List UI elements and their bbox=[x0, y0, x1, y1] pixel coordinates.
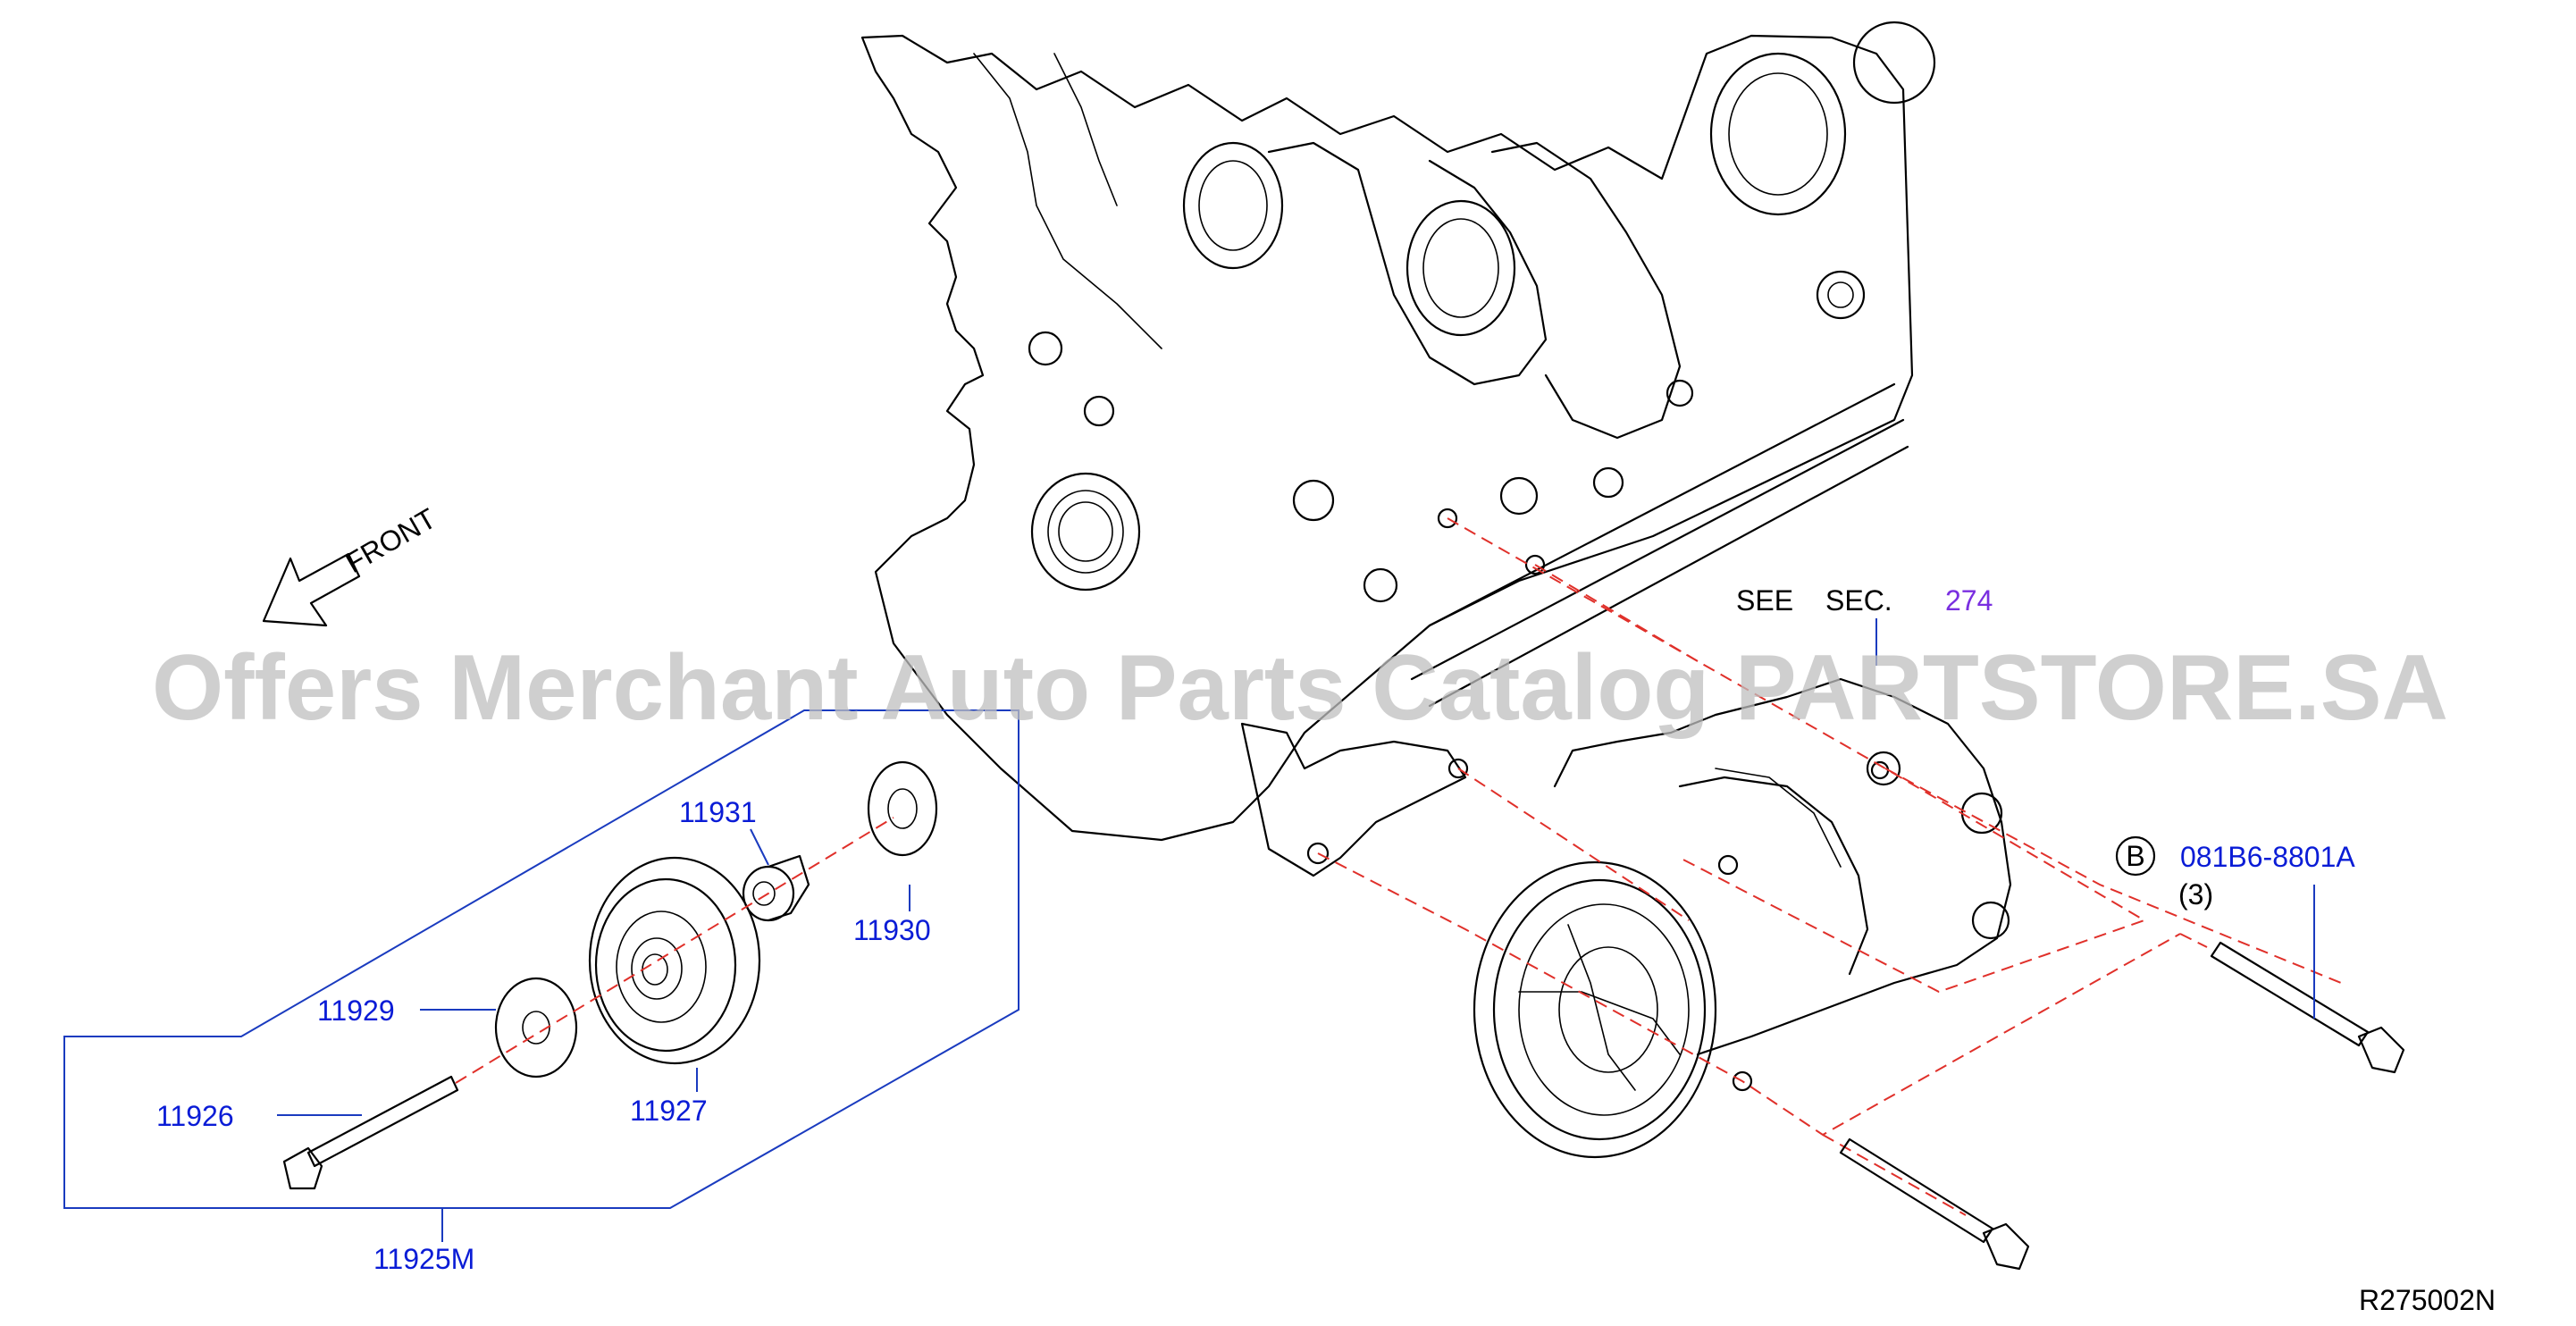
part-label-11925M[interactable]: 11925M bbox=[373, 1243, 474, 1275]
bolt-ref-circle-icon bbox=[2115, 835, 2156, 877]
washer-11929 bbox=[494, 977, 578, 1078]
kit-bracket bbox=[63, 709, 1019, 1209]
engine-block-drawing bbox=[860, 21, 1936, 877]
idler-pulley-assembly bbox=[282, 760, 938, 1190]
leader-lines bbox=[277, 618, 2315, 1116]
part-label-081B6-8801A[interactable]: 081B6-8801A bbox=[2180, 841, 2355, 873]
washer-11930 bbox=[867, 760, 938, 857]
section-link-274[interactable]: 274 bbox=[1945, 584, 1993, 617]
part-label-11926[interactable]: 11926 bbox=[156, 1100, 234, 1132]
part-label-11931[interactable]: 11931 bbox=[679, 796, 757, 828]
diagram-code: R275002N bbox=[2359, 1284, 2496, 1316]
watermark-text: Offers Merchant Auto Parts Catalog PARTS… bbox=[152, 636, 2448, 740]
see-label: SEE bbox=[1736, 584, 1793, 617]
ac-compressor-drawing bbox=[1473, 677, 2012, 1159]
part-label-11930[interactable]: 11930 bbox=[853, 914, 931, 946]
front-label: FRONT bbox=[340, 502, 441, 579]
pulley-11927 bbox=[588, 856, 761, 1065]
front-arrow-icon bbox=[262, 552, 361, 627]
alignment-lines bbox=[1317, 517, 2342, 1216]
bolt-lower bbox=[1839, 1137, 2030, 1271]
part-label-11929[interactable]: 11929 bbox=[317, 994, 395, 1027]
sec-label: SEC. bbox=[1825, 584, 1892, 617]
bolt-upper bbox=[2210, 941, 2405, 1074]
bolt-ref-circle-letter: B bbox=[2126, 840, 2144, 872]
bolt-ref-qty: (3) bbox=[2178, 878, 2213, 911]
part-label-11927[interactable]: 11927 bbox=[630, 1095, 708, 1127]
bolt-11926 bbox=[306, 1075, 459, 1168]
